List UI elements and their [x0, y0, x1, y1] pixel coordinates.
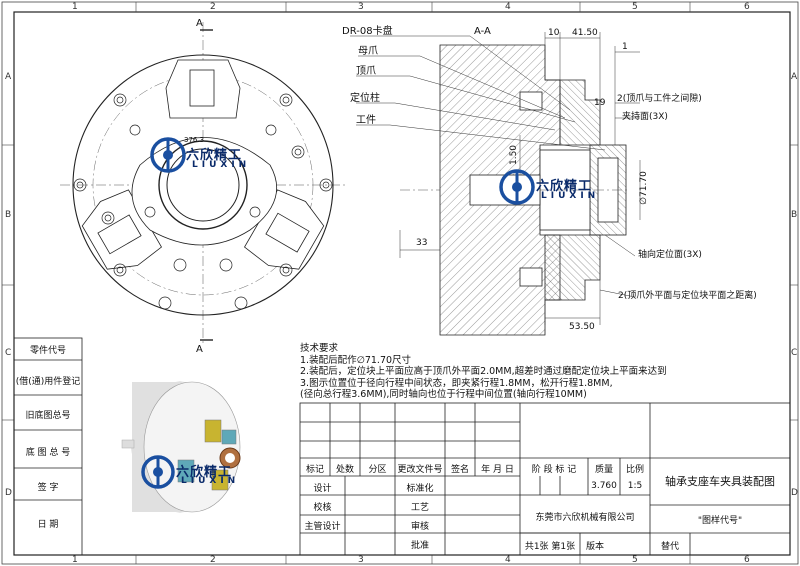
brand-small-text: 376.3 [184, 136, 205, 144]
zone-col-1-bottom: 1 [72, 555, 78, 565]
side-borrowed-register: (借(通)用件登记 [15, 377, 81, 387]
zone-col-4: 4 [505, 2, 511, 12]
side-old-base-number: 旧底图总号 [25, 411, 71, 421]
zone-col-2: 2 [210, 2, 216, 12]
rev-count: 处数 [335, 465, 354, 475]
callout-workpiece: 工件 [356, 115, 376, 126]
scale-value: 1:5 [627, 481, 643, 491]
dim-19: 19 [594, 98, 606, 108]
sheets-info: 共1张 第1张 [524, 542, 576, 552]
callout-clamping-surface: 夹持面(3X) [622, 112, 668, 122]
dim-10: 10 [548, 28, 560, 38]
dim-diameter: ∅71.70 [638, 171, 649, 205]
drawing-code: "图样代号" [697, 516, 743, 526]
dim-1: 1 [622, 42, 628, 52]
rev-file-no: 更改文件号 [397, 465, 443, 475]
side-part-code: 零件代号 [29, 346, 66, 356]
section-marker-top: A [196, 18, 203, 29]
stage-label: 阶 段 标 记 [531, 465, 577, 475]
brand-name-front: 六欣精工 [186, 148, 243, 163]
brand-name-iso: 六欣精工 [176, 465, 233, 480]
callout-locating-pin: 定位柱 [350, 93, 380, 104]
zone-col-6: 6 [744, 2, 750, 12]
rev-mark: 标记 [305, 465, 324, 475]
zone-row-b-right: B [791, 210, 798, 220]
brand-en-iso: LIUXIN [181, 476, 240, 486]
dim-53-50: 53.50 [569, 322, 595, 332]
dim-1-50: 1.50 [509, 144, 520, 166]
front-view [60, 22, 345, 345]
version-label: 版本 [585, 542, 604, 552]
sign-chief: 主管设计 [304, 522, 341, 532]
side-date: 日 期 [37, 520, 59, 530]
brand-name-section: 六欣精工 [536, 179, 593, 194]
rev-zone: 分区 [368, 465, 387, 475]
zone-col-3: 3 [358, 2, 364, 12]
sign-approve: 批准 [410, 541, 429, 551]
technical-notes: 技术要求 1.装配后配作∅71.70尺寸 2.装配后，定位块上平面应高于顶爪外平… [300, 343, 667, 401]
zone-row-d: D [5, 488, 12, 498]
notes-line-4: (径向总行程3.6MM),同时轴向也位于行程中间位置(轴向行程10MM) [300, 389, 587, 400]
brand-en-front: LIUXIN [192, 160, 251, 170]
notes-line-1: 1.装配后配作∅71.70尺寸 [300, 354, 412, 366]
callout-distance: 2(顶爪外平面与定位块平面之距离) [618, 291, 757, 301]
callout-top-jaw: 顶爪 [356, 66, 376, 77]
brand-logo-front [150, 137, 186, 173]
mass-value: 3.760 [591, 481, 617, 491]
zone-col-6-bottom: 6 [744, 555, 750, 565]
callout-chuck: DR-08卡盘 [342, 26, 393, 37]
notes-line-2: 2.装配后，定位块上平面应高于顶爪外平面2.0MM,超差时通过磨配定位块上平面来… [300, 366, 667, 377]
zone-col-1: 1 [72, 2, 78, 12]
side-base-number: 底 图 总 号 [25, 448, 71, 458]
zone-row-b: B [5, 210, 12, 220]
notes-line-3: 3.图示位置位于径向行程中间状态，即夹紧行程1.8MM，松开行程1.8MM, [300, 377, 613, 389]
zone-col-5-bottom: 5 [632, 555, 638, 565]
zone-col-3-bottom: 3 [358, 555, 364, 565]
sign-standard: 标准化 [406, 484, 434, 494]
mass-label: 质量 [594, 465, 613, 475]
callout-axial-locating: 轴向定位面(3X) [638, 250, 702, 260]
brand-logo-iso [141, 455, 175, 489]
side-panel [13, 337, 83, 556]
isometric-view [121, 381, 241, 513]
notes-title: 技术要求 [300, 343, 339, 354]
zone-row-d-right: D [791, 488, 798, 498]
zone-row-a: A [5, 72, 12, 82]
dim-33: 33 [416, 238, 428, 248]
dimension-lines [350, 32, 641, 325]
sign-review: 审核 [410, 522, 429, 532]
section-title: A-A [474, 26, 491, 37]
company-name: 东莞市六欣机械有限公司 [535, 513, 635, 523]
zone-col-2-bottom: 2 [210, 555, 216, 565]
zone-row-c: C [5, 348, 12, 358]
rev-date: 年 月 日 [481, 465, 514, 475]
zone-col-4-bottom: 4 [505, 555, 511, 565]
sign-design: 设计 [313, 484, 332, 494]
rev-signature: 签名 [450, 465, 469, 475]
callout-base-jaw: 母爪 [358, 46, 378, 57]
sign-process: 工艺 [410, 503, 429, 513]
side-signature: 签 字 [37, 483, 59, 493]
title-block-grid [299, 402, 791, 556]
sign-check: 校核 [313, 503, 332, 513]
callout-gap: 2(顶爪与工件之间隙) [617, 94, 702, 104]
brand-en-section: LIUXIN [541, 191, 600, 201]
scale-label: 比例 [625, 465, 644, 475]
replace-label: 替代 [660, 542, 679, 552]
zone-col-5: 5 [632, 2, 638, 12]
zone-row-c-right: C [791, 348, 798, 358]
drawing-title: 轴承支座车夹具装配图 [665, 475, 775, 488]
brand-logo-section [499, 169, 535, 205]
zone-row-a-right: A [791, 72, 798, 82]
dim-41-50: 41.50 [572, 28, 598, 38]
section-marker-bottom: A [196, 344, 203, 355]
